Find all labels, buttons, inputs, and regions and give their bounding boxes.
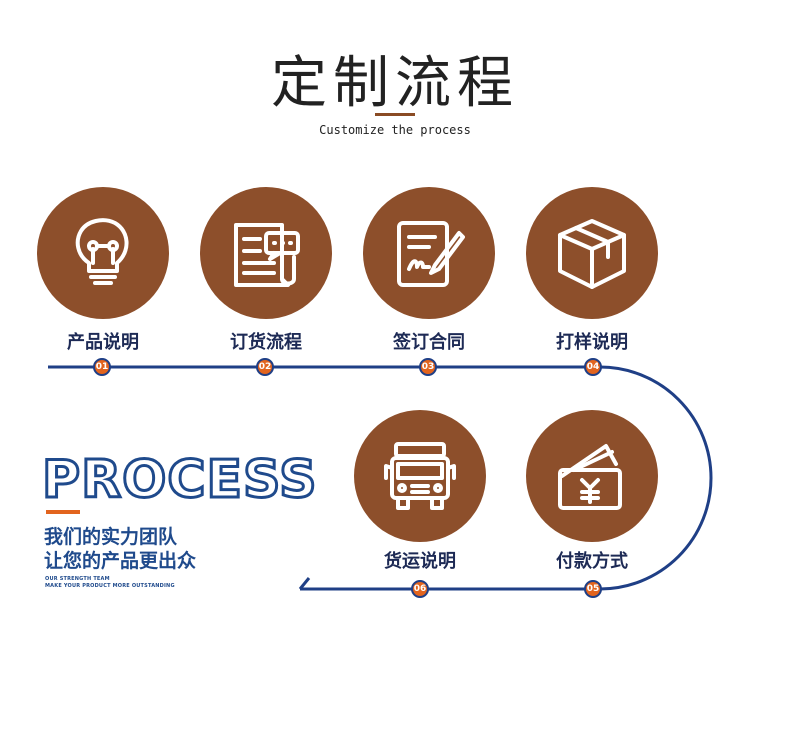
step-1-label: 产品说明 bbox=[67, 332, 139, 353]
step-5-circle bbox=[526, 410, 658, 542]
title-underline bbox=[375, 113, 415, 116]
promo-small-1: OUR STRENGTH TEAM bbox=[45, 576, 110, 582]
step-6-label: 货运说明 bbox=[384, 551, 456, 572]
promo-small-2: MAKE YOUR PRODUCT MORE OUTSTANDING bbox=[45, 583, 175, 589]
sign-contract-icon bbox=[397, 221, 465, 287]
step-3-label: 签订合同 bbox=[393, 332, 465, 353]
step-4-badge: 04 bbox=[584, 358, 602, 376]
step-5-label: 付款方式 bbox=[556, 551, 628, 572]
document-chat-icon bbox=[234, 223, 300, 287]
step-2-circle bbox=[200, 187, 332, 319]
step-1-circle bbox=[37, 187, 169, 319]
step-3-circle bbox=[363, 187, 495, 319]
step-4-label: 打样说明 bbox=[556, 332, 628, 353]
page-subtitle: Customize the process bbox=[319, 123, 471, 137]
wallet-yuan-icon bbox=[558, 444, 622, 510]
truck-icon bbox=[384, 442, 456, 510]
step-1-badge: 01 bbox=[93, 358, 111, 376]
box-icon bbox=[558, 219, 626, 289]
step-6-circle bbox=[354, 410, 486, 542]
step-2-label: 订货流程 bbox=[230, 332, 302, 353]
process-heading: PROCESS bbox=[41, 449, 319, 512]
lightbulb-icon bbox=[75, 218, 129, 285]
promo-accent-bar bbox=[46, 510, 80, 514]
step-6-badge: 06 bbox=[411, 580, 429, 598]
page-title: 定制流程 bbox=[271, 51, 519, 116]
promo-line-2: 让您的产品更出众 bbox=[44, 550, 197, 572]
promo-line-1: 我们的实力团队 bbox=[44, 526, 178, 548]
step-3-badge: 03 bbox=[419, 358, 437, 376]
step-4-circle bbox=[526, 187, 658, 319]
step-2-badge: 02 bbox=[256, 358, 274, 376]
step-5-badge: 05 bbox=[584, 580, 602, 598]
